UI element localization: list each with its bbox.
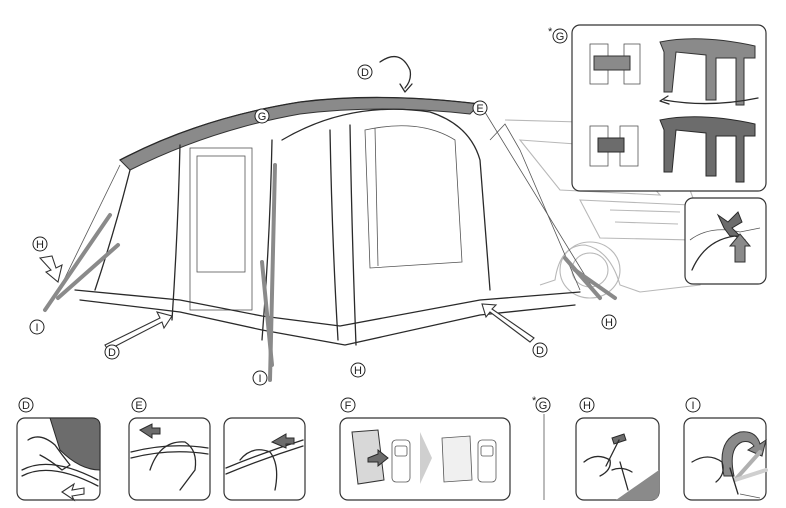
svg-text:H: H [354,365,362,377]
step-d: D [16,397,101,502]
svg-text:G: G [539,400,548,412]
svg-text:G: G [258,111,267,123]
marker-h-center: H [350,362,366,378]
svg-text:H: H [36,239,44,251]
marker-g-top: G [254,108,270,124]
marker-d-right: D [532,342,548,358]
svg-text:I: I [35,322,38,334]
curved-arrow-icon [721,431,767,477]
detail-panel-valve [684,197,767,285]
hand-icon [583,455,611,477]
step-h: H [575,397,660,501]
hand-icon [239,449,278,491]
svg-text:D: D [361,67,369,79]
marker-e-top: E [472,100,488,116]
svg-text:D: D [22,400,30,412]
svg-text:G: G [556,31,565,43]
marker-d-left: D [104,344,120,360]
step-i: I [683,397,768,501]
svg-text:I: I [691,400,694,412]
svg-text:D: D [108,347,116,359]
svg-text:H: H [583,400,591,412]
svg-text:H: H [605,317,613,329]
step-g-optional: * G [532,395,551,413]
step-e: E [128,397,306,501]
marker-i-center: I [252,370,268,386]
hand-icon [149,441,197,491]
valve-icon [716,211,743,237]
svg-text:I: I [258,373,261,385]
curved-arrow-icon [379,55,412,89]
hammer-icon [611,433,627,445]
hand-icon [691,456,724,483]
svg-text:E: E [476,103,483,115]
peg-icon [619,461,629,491]
svg-text:F: F [345,400,352,412]
pump-arrow-icon [104,311,173,351]
hand-icon [27,436,71,471]
marker-h-left: H [32,236,48,252]
svg-text:D: D [536,345,544,357]
marker-i-left: I [29,319,45,335]
awning-illustration [43,96,617,382]
svg-text:*: * [532,395,537,407]
detail-panel-g: * G [548,24,767,192]
svg-text:*: * [548,26,553,38]
step-f: F [339,397,511,501]
svg-text:E: E [135,400,142,412]
pump-arrow-icon-up [728,233,752,263]
marker-h-right: H [601,314,617,330]
pump-arrow-icon-right [481,303,535,343]
arrow-down-icon [38,255,63,283]
marker-d-top: D [357,64,373,80]
